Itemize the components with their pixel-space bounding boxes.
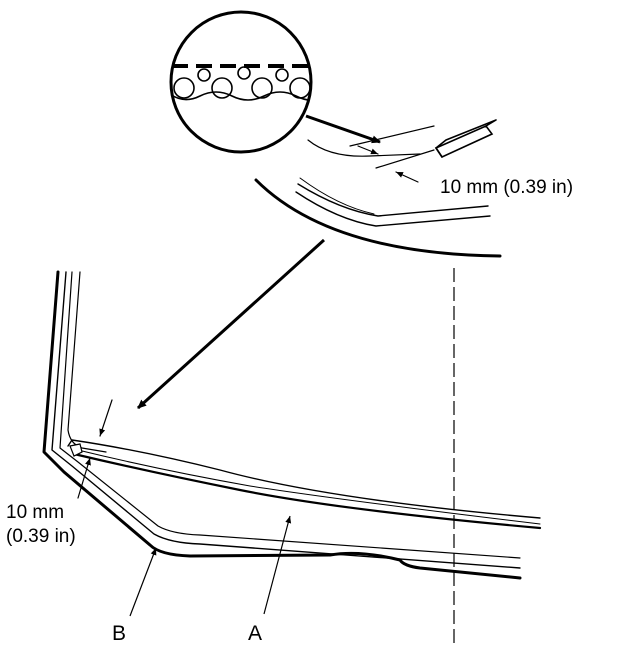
magnified-detail (169, 10, 313, 154)
windshield-main-view (42, 268, 542, 646)
left-dimension-label-line1: 10 mm (6, 502, 64, 523)
callout-b-label: B (112, 622, 126, 645)
callout-b-leader (129, 547, 157, 617)
top-cross-section (254, 119, 502, 258)
callout-a-label: A (248, 622, 262, 645)
top-dimension-label: 10 mm (0.39 in) (440, 177, 573, 198)
section-arrow (136, 238, 326, 410)
detail-arrow (305, 114, 381, 144)
left-dimension-label-line2: (0.39 in) (6, 526, 76, 547)
callout-a-leader (263, 515, 292, 615)
